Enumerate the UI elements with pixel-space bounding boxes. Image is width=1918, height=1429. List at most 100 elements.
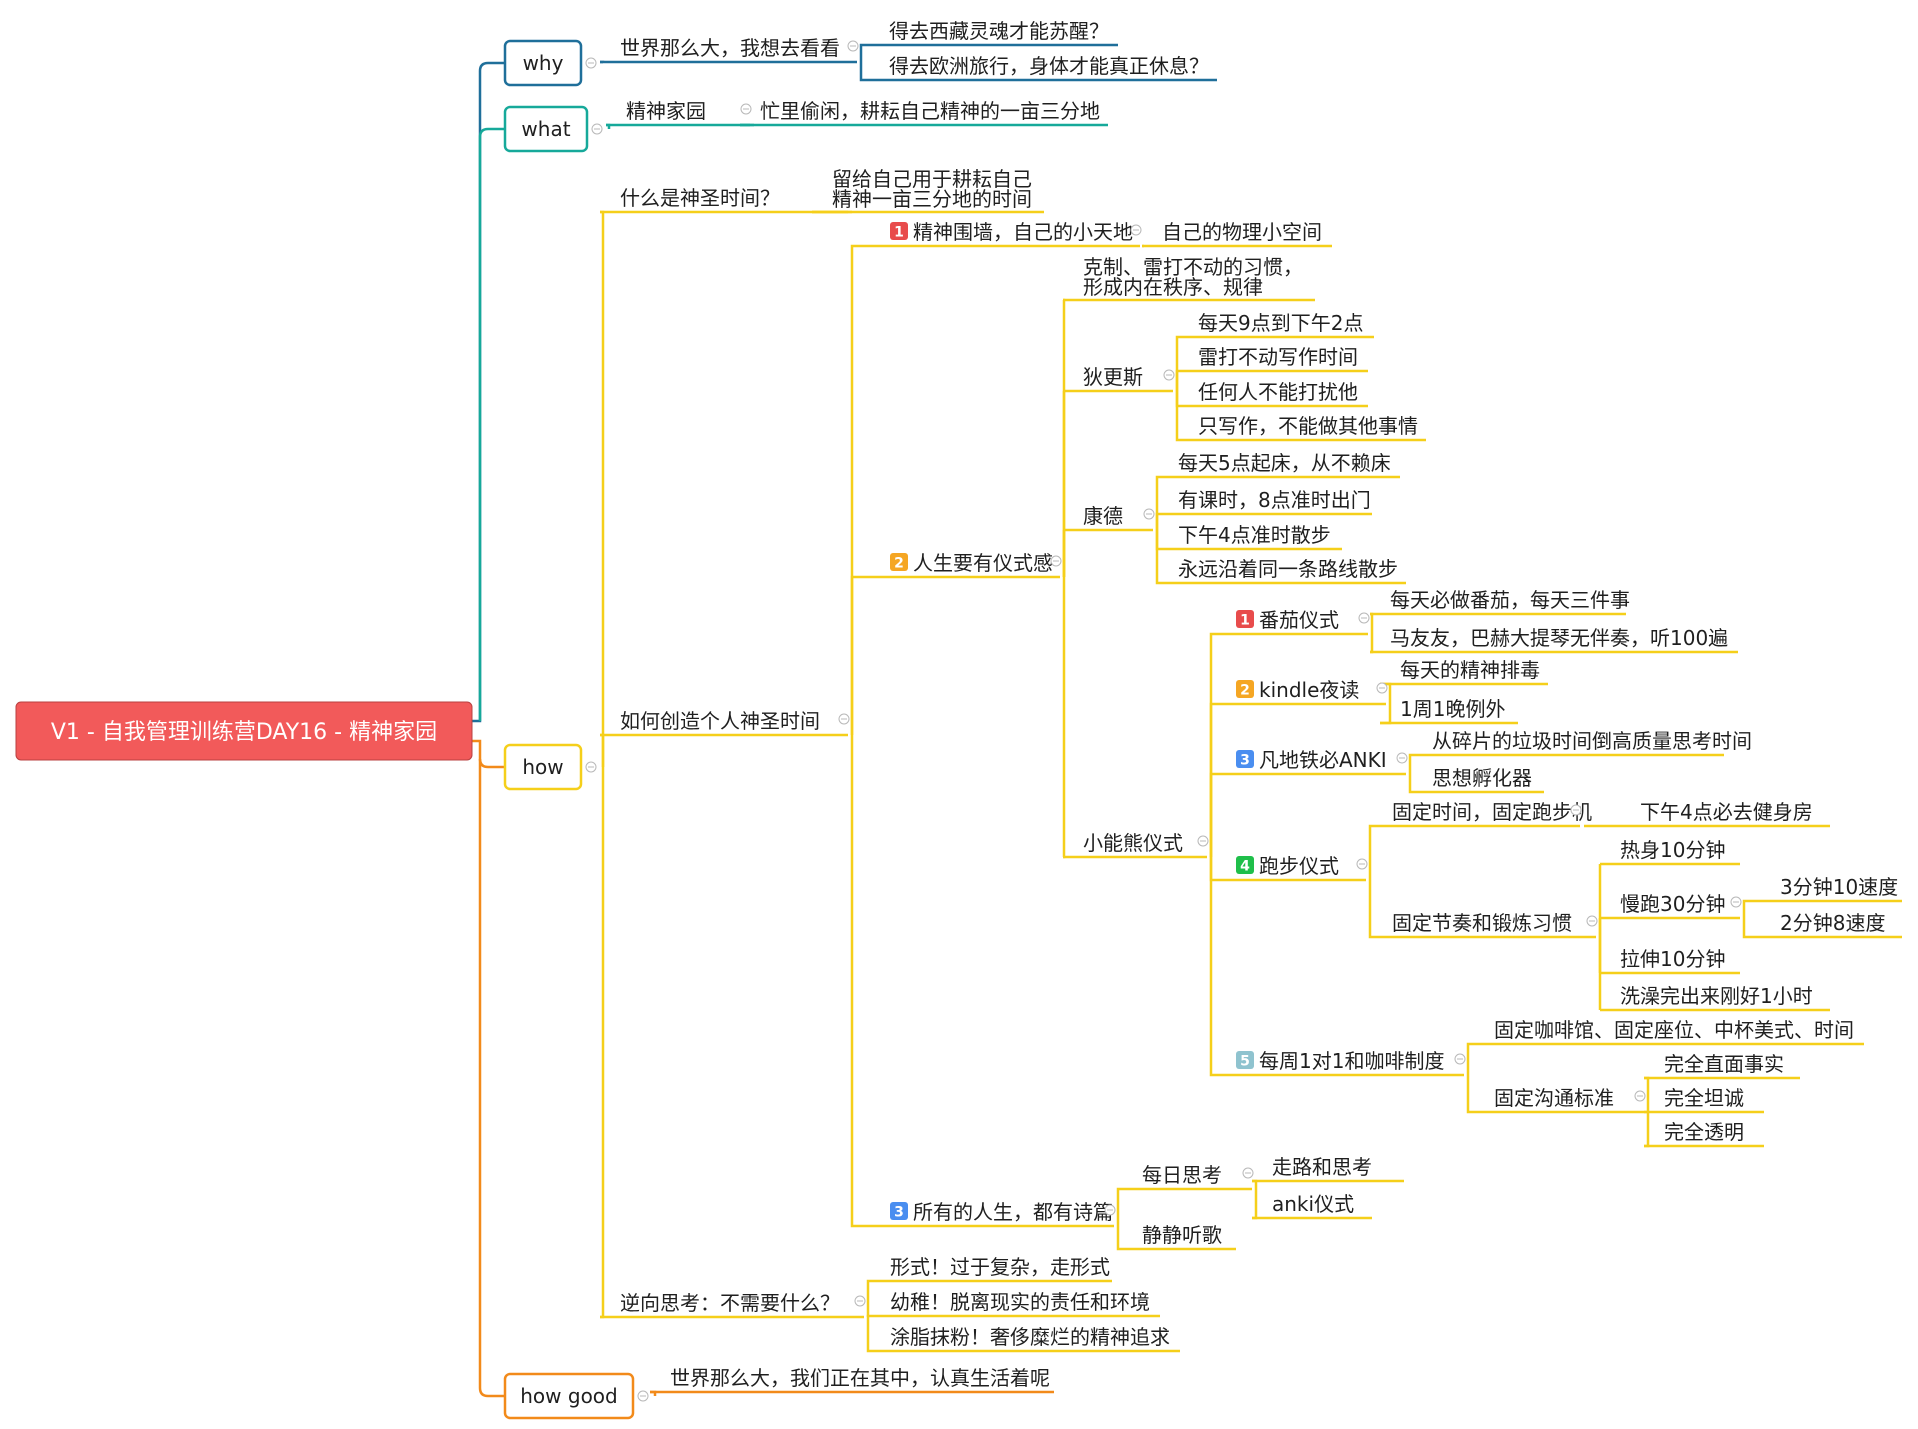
topic-node[interactable]: 马友友，巴赫大提琴无伴奏，听100遍	[1390, 626, 1728, 650]
connector-line	[1062, 528, 1066, 577]
topic-node[interactable]: 康德	[1083, 504, 1123, 528]
collapse-toggle-icon[interactable]	[1454, 1053, 1466, 1065]
topic-node[interactable]: 2分钟8速度	[1780, 911, 1885, 935]
collapse-toggle-icon[interactable]	[637, 1390, 649, 1402]
collapse-toggle-icon[interactable]	[1130, 224, 1142, 236]
topic-node[interactable]: 如何创造个人神圣时间	[620, 709, 820, 733]
topic-node[interactable]: 世界那么大，我们正在其中，认真生活着呢	[670, 1366, 1050, 1390]
topic-node[interactable]: 1周1晚例外	[1400, 697, 1505, 721]
collapse-toggle-icon[interactable]	[1050, 555, 1062, 567]
collapse-toggle-icon[interactable]	[1104, 1204, 1116, 1216]
topic-node[interactable]: anki仪式	[1272, 1192, 1354, 1216]
topic-node[interactable]: 每天的精神排毒	[1400, 658, 1540, 682]
branch-what[interactable]: what	[503, 105, 589, 153]
branch-label: why	[523, 51, 564, 75]
topic-node[interactable]: 走路和思考	[1272, 1155, 1372, 1179]
topic-node[interactable]: 逆向思考：不需要什么？	[620, 1291, 840, 1315]
topic-node[interactable]: 每日思考	[1142, 1163, 1222, 1187]
topic-node[interactable]: 完全透明	[1664, 1120, 1744, 1144]
topic-node[interactable]: 狄更斯	[1083, 365, 1143, 389]
collapse-toggle-icon[interactable]	[1570, 804, 1582, 816]
collapse-toggle-icon[interactable]	[1143, 508, 1155, 520]
collapse-toggle-icon[interactable]	[1730, 896, 1742, 908]
topic-node[interactable]: 固定时间，固定跑步机	[1392, 800, 1592, 824]
connector-line	[850, 244, 870, 735]
topic-node[interactable]: 每天9点到下午2点	[1198, 311, 1363, 335]
topic-node[interactable]: 从碎片的垃圾时间倒高质量思考时间	[1432, 729, 1752, 753]
collapse-toggle-icon[interactable]	[838, 190, 850, 202]
topic-node[interactable]: 自己的物理小空间	[1162, 220, 1322, 244]
topic-node[interactable]: 什么是神圣时间？	[620, 186, 780, 210]
collapse-toggle-icon[interactable]	[591, 123, 603, 135]
connector-line	[1380, 704, 1392, 725]
topic-node[interactable]: 得去欧洲旅行，身体才能真正休息？	[889, 54, 1209, 78]
collapse-toggle-icon[interactable]	[854, 1295, 866, 1307]
topic-node[interactable]: 每天5点起床，从不赖床	[1178, 451, 1391, 475]
collapse-toggle-icon[interactable]	[1242, 1167, 1254, 1179]
root-node[interactable]: V1 - 自我管理训练营DAY16 - 精神家园	[15, 701, 473, 761]
branch-why[interactable]: why	[503, 39, 583, 87]
topic-node[interactable]: 涂脂抹粉！奢侈糜烂的精神追求	[890, 1325, 1170, 1349]
topic-label: 只写作，不能做其他事情	[1198, 414, 1418, 438]
collapse-toggle-icon[interactable]	[1396, 752, 1408, 764]
topic-node[interactable]: 任何人不能打扰他	[1198, 380, 1358, 404]
collapse-toggle-icon[interactable]	[585, 57, 597, 69]
collapse-toggle-icon[interactable]	[1586, 915, 1598, 927]
topic-node[interactable]: 下午4点必去健身房	[1640, 800, 1813, 824]
collapse-toggle-icon[interactable]	[585, 761, 597, 773]
topic-node[interactable]: 完全坦诚	[1664, 1086, 1744, 1110]
nodes-layer: V1 - 自我管理训练营DAY16 - 精神家园why世界那么大，我想去看看得去…	[15, 19, 1898, 1420]
topic-node[interactable]: 克制、雷打不动的习惯，形成内在秩序、规律	[1083, 255, 1303, 299]
collapse-toggle-icon[interactable]	[1356, 858, 1368, 870]
topic-node[interactable]: 幼稚！脱离现实的责任和环境	[890, 1290, 1150, 1314]
topic-node[interactable]: 固定节奏和锻炼习惯	[1392, 911, 1572, 935]
topic-node[interactable]: 留给自己用于耕耘自己精神一亩三分地的时间	[832, 167, 1032, 211]
topic-node[interactable]: 忙里偷闲，耕耘自己精神的一亩三分地	[760, 99, 1100, 123]
topic-node[interactable]: 热身10分钟	[1620, 838, 1725, 862]
topic-node[interactable]: 小能熊仪式	[1083, 831, 1183, 855]
topic-node[interactable]: 精神家园	[626, 99, 706, 123]
topic-node[interactable]: 3分钟10速度	[1780, 875, 1898, 899]
collapse-toggle-icon[interactable]	[838, 713, 850, 725]
topic-node[interactable]: 每天必做番茄，每天三件事	[1390, 588, 1630, 612]
topic-node[interactable]: 固定咖啡馆、固定座位、中杯美式、时间	[1494, 1018, 1854, 1042]
collapse-toggle-icon[interactable]	[1358, 612, 1370, 624]
topic-node[interactable]: 得去西藏灵魂才能苏醒？	[889, 19, 1109, 43]
topic-node[interactable]: 完全直面事实	[1664, 1052, 1784, 1076]
topic-node[interactable]: 有课时，8点准时出门	[1178, 488, 1371, 512]
topic-node[interactable]: 固定沟通标准	[1494, 1086, 1614, 1110]
topic-node[interactable]: 只写作，不能做其他事情	[1198, 414, 1418, 438]
topic-node[interactable]: 永远沿着同一条路线散步	[1178, 557, 1398, 581]
priority-badge-icon: 2	[890, 553, 908, 572]
topic-label: 2分钟8速度	[1780, 911, 1885, 935]
topic-node[interactable]: 雷打不动写作时间	[1198, 345, 1358, 369]
topic-node[interactable]: 世界那么大，我想去看看	[620, 36, 840, 60]
topic-node[interactable]: 思想孵化器	[1432, 766, 1532, 790]
topic-label: 雷打不动写作时间	[1198, 345, 1358, 369]
topic-label: 洗澡完出来刚好1小时	[1620, 984, 1813, 1008]
collapse-toggle-icon[interactable]	[847, 40, 859, 52]
collapse-toggle-icon[interactable]	[740, 103, 752, 115]
connector-line	[600, 210, 605, 767]
topic-node[interactable]: 洗澡完出来刚好1小时	[1620, 984, 1813, 1008]
collapse-toggle-icon[interactable]	[1634, 1090, 1646, 1102]
collapse-toggle-icon[interactable]	[1376, 682, 1388, 694]
branch-how-good[interactable]: how good	[503, 1372, 635, 1420]
collapse-toggle-icon[interactable]	[1197, 835, 1209, 847]
topic-node[interactable]: 下午4点准时散步	[1178, 523, 1331, 547]
topic-node[interactable]: 慢跑30分钟	[1620, 892, 1725, 916]
topic-node[interactable]: 静静听歌	[1142, 1223, 1222, 1247]
collapse-toggle-icon[interactable]	[1163, 369, 1175, 381]
connector-line	[1370, 634, 1374, 654]
topic-node[interactable]: 形式！过于复杂，走形式	[890, 1255, 1110, 1279]
topic-node[interactable]: 拉伸10分钟	[1620, 947, 1725, 971]
branch-how[interactable]: how	[503, 743, 583, 791]
